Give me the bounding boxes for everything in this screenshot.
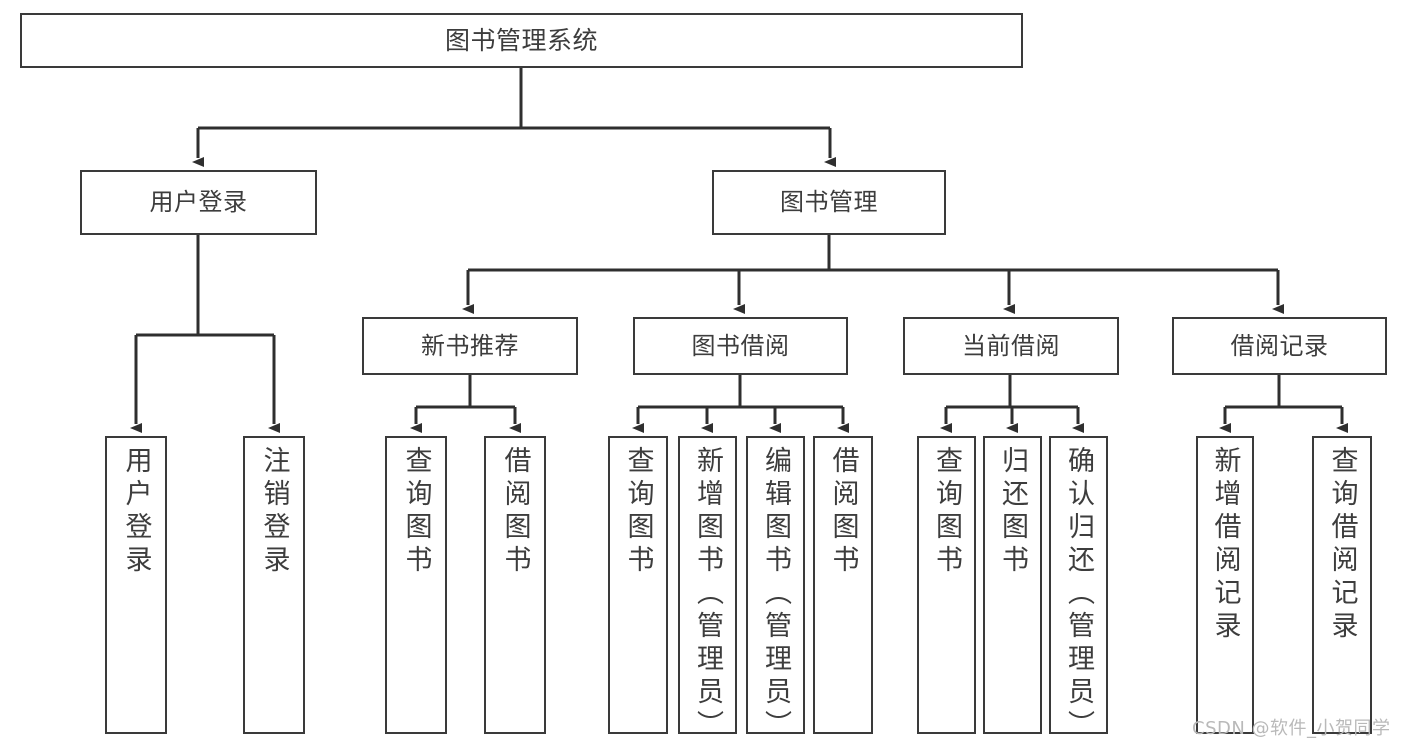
node-user-login-label: 用户登录: [149, 188, 248, 217]
node-leaf-return-book-label: 归还图书: [997, 446, 1028, 578]
node-leaf-add-book-label: 新增图书（管理员）: [692, 446, 723, 743]
node-leaf-add-book[interactable]: 新增图书（管理员）: [678, 436, 737, 743]
node-borrow-record[interactable]: 借阅记录: [1172, 317, 1387, 375]
node-leaf-query-book-2[interactable]: 查询图书: [608, 436, 668, 734]
node-root-label: 图书管理系统: [444, 25, 598, 55]
node-leaf-add-record-label: 新增借阅记录: [1209, 446, 1241, 644]
node-new-book-recommend[interactable]: 新书推荐: [362, 317, 578, 375]
node-leaf-query-book-1[interactable]: 查询图书: [385, 436, 447, 734]
node-leaf-confirm-return[interactable]: 确认归还（管理员）: [1049, 436, 1108, 743]
node-leaf-query-record-label: 查询借阅记录: [1326, 446, 1358, 644]
node-leaf-logout-label: 注销登录: [258, 446, 290, 578]
node-leaf-edit-book[interactable]: 编辑图书（管理员）: [746, 436, 805, 743]
node-leaf-borrow-book-1[interactable]: 借阅图书: [484, 436, 546, 734]
node-new-book-recommend-label: 新书推荐: [421, 331, 519, 360]
node-book-borrow-label: 图书借阅: [691, 331, 790, 360]
node-leaf-query-book-2-label: 查询图书: [622, 446, 654, 578]
node-current-borrow-label: 当前借阅: [962, 331, 1060, 360]
node-root[interactable]: 图书管理系统: [20, 13, 1023, 68]
node-leaf-edit-book-label: 编辑图书（管理员）: [760, 446, 791, 743]
node-leaf-user-login-label: 用户登录: [120, 446, 152, 578]
node-book-borrow[interactable]: 图书借阅: [633, 317, 848, 375]
node-leaf-borrow-book-2[interactable]: 借阅图书: [813, 436, 873, 734]
node-leaf-add-record[interactable]: 新增借阅记录: [1196, 436, 1254, 734]
node-leaf-borrow-book-1-label: 借阅图书: [499, 446, 531, 578]
watermark-text: CSDN @软件_小贺同学: [1192, 718, 1391, 739]
node-leaf-return-book[interactable]: 归还图书: [983, 436, 1042, 734]
node-leaf-logout[interactable]: 注销登录: [243, 436, 305, 734]
node-leaf-query-book-3-label: 查询图书: [931, 446, 962, 578]
node-leaf-user-login[interactable]: 用户登录: [105, 436, 167, 734]
node-leaf-query-book-1-label: 查询图书: [400, 446, 432, 578]
node-borrow-record-label: 借阅记录: [1230, 331, 1329, 360]
node-user-login[interactable]: 用户登录: [80, 170, 317, 235]
node-leaf-confirm-return-label: 确认归还（管理员）: [1063, 446, 1094, 743]
node-book-manage[interactable]: 图书管理: [712, 170, 946, 235]
node-leaf-query-record[interactable]: 查询借阅记录: [1312, 436, 1372, 734]
node-current-borrow[interactable]: 当前借阅: [903, 317, 1119, 375]
node-leaf-borrow-book-2-label: 借阅图书: [827, 446, 859, 578]
node-leaf-query-book-3[interactable]: 查询图书: [917, 436, 976, 734]
node-book-manage-label: 图书管理: [780, 188, 878, 217]
